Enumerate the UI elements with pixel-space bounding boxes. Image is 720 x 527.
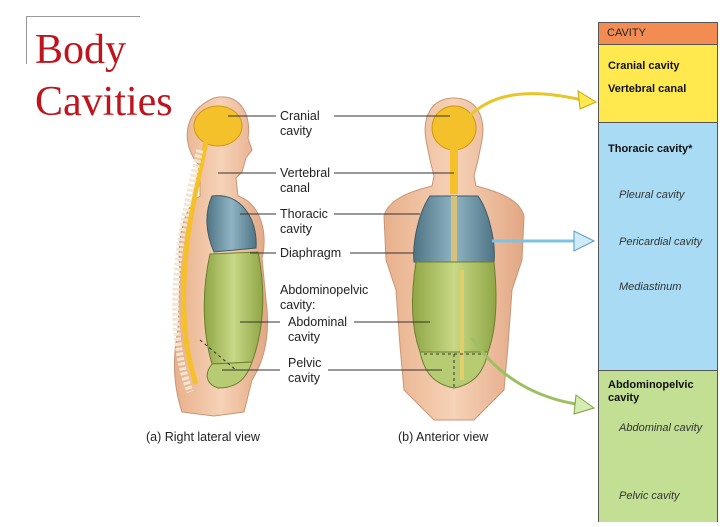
anterior-abdominal-cavity — [413, 262, 496, 352]
arrow-cranial — [466, 94, 582, 120]
panel-vertebral-canal: Vertebral canal — [608, 83, 686, 96]
panel-abdominopelvic-cavity: Abdominopelvic cavity — [608, 379, 694, 405]
cavity-header-label: CAVITY — [607, 27, 646, 39]
dorsal-cavities-section: Cranial cavity Vertebral canal — [599, 45, 717, 123]
arrow-thoracic-head — [574, 231, 594, 251]
arrow-abdominopelvic-head — [574, 395, 594, 414]
cavity-panel: CAVITY Cranial cavity Vertebral canal Th… — [598, 22, 718, 522]
panel-pelvic-cavity: Pelvic cavity — [619, 490, 680, 503]
caption-lateral-view: (a) Right lateral view — [146, 430, 260, 444]
cavity-panel-header: CAVITY — [599, 23, 717, 45]
panel-pleural-cavity: Pleural cavity — [619, 189, 684, 202]
label-cranial-cavity: Cranial cavity — [280, 109, 320, 139]
abdominopelvic-section: Abdominopelvic cavity Abdominal cavity P… — [599, 371, 717, 522]
panel-cranial-cavity: Cranial cavity — [608, 60, 680, 73]
lateral-cranial-cavity — [194, 106, 242, 146]
arrow-cranial-head — [578, 91, 596, 109]
label-vertebral-canal: Vertebral canal — [280, 166, 330, 196]
label-abdominopelvic-cavity: Abdominopelvic cavity: — [280, 283, 368, 313]
panel-mediastinum: Mediastinum — [619, 281, 681, 294]
panel-abdominal-cavity: Abdominal cavity — [619, 422, 702, 435]
label-thoracic-cavity: Thoracic cavity — [280, 207, 328, 237]
panel-pericardial-cavity: Pericardial cavity — [619, 236, 702, 249]
label-diaphragm: Diaphragm — [280, 246, 341, 261]
panel-thoracic-cavity: Thoracic cavity* — [608, 143, 692, 156]
anterior-cranial-cavity — [432, 106, 476, 150]
lateral-figure — [175, 97, 268, 416]
lateral-abdominal-cavity — [204, 252, 263, 364]
label-abdominal-cavity: Abdominal cavity — [288, 315, 347, 345]
anterior-vertebral-canal — [450, 148, 458, 194]
thoracic-section: Thoracic cavity* Pleural cavity Pericard… — [599, 123, 717, 371]
label-pelvic-cavity: Pelvic cavity — [288, 356, 321, 386]
caption-anterior-view: (b) Anterior view — [398, 430, 488, 444]
